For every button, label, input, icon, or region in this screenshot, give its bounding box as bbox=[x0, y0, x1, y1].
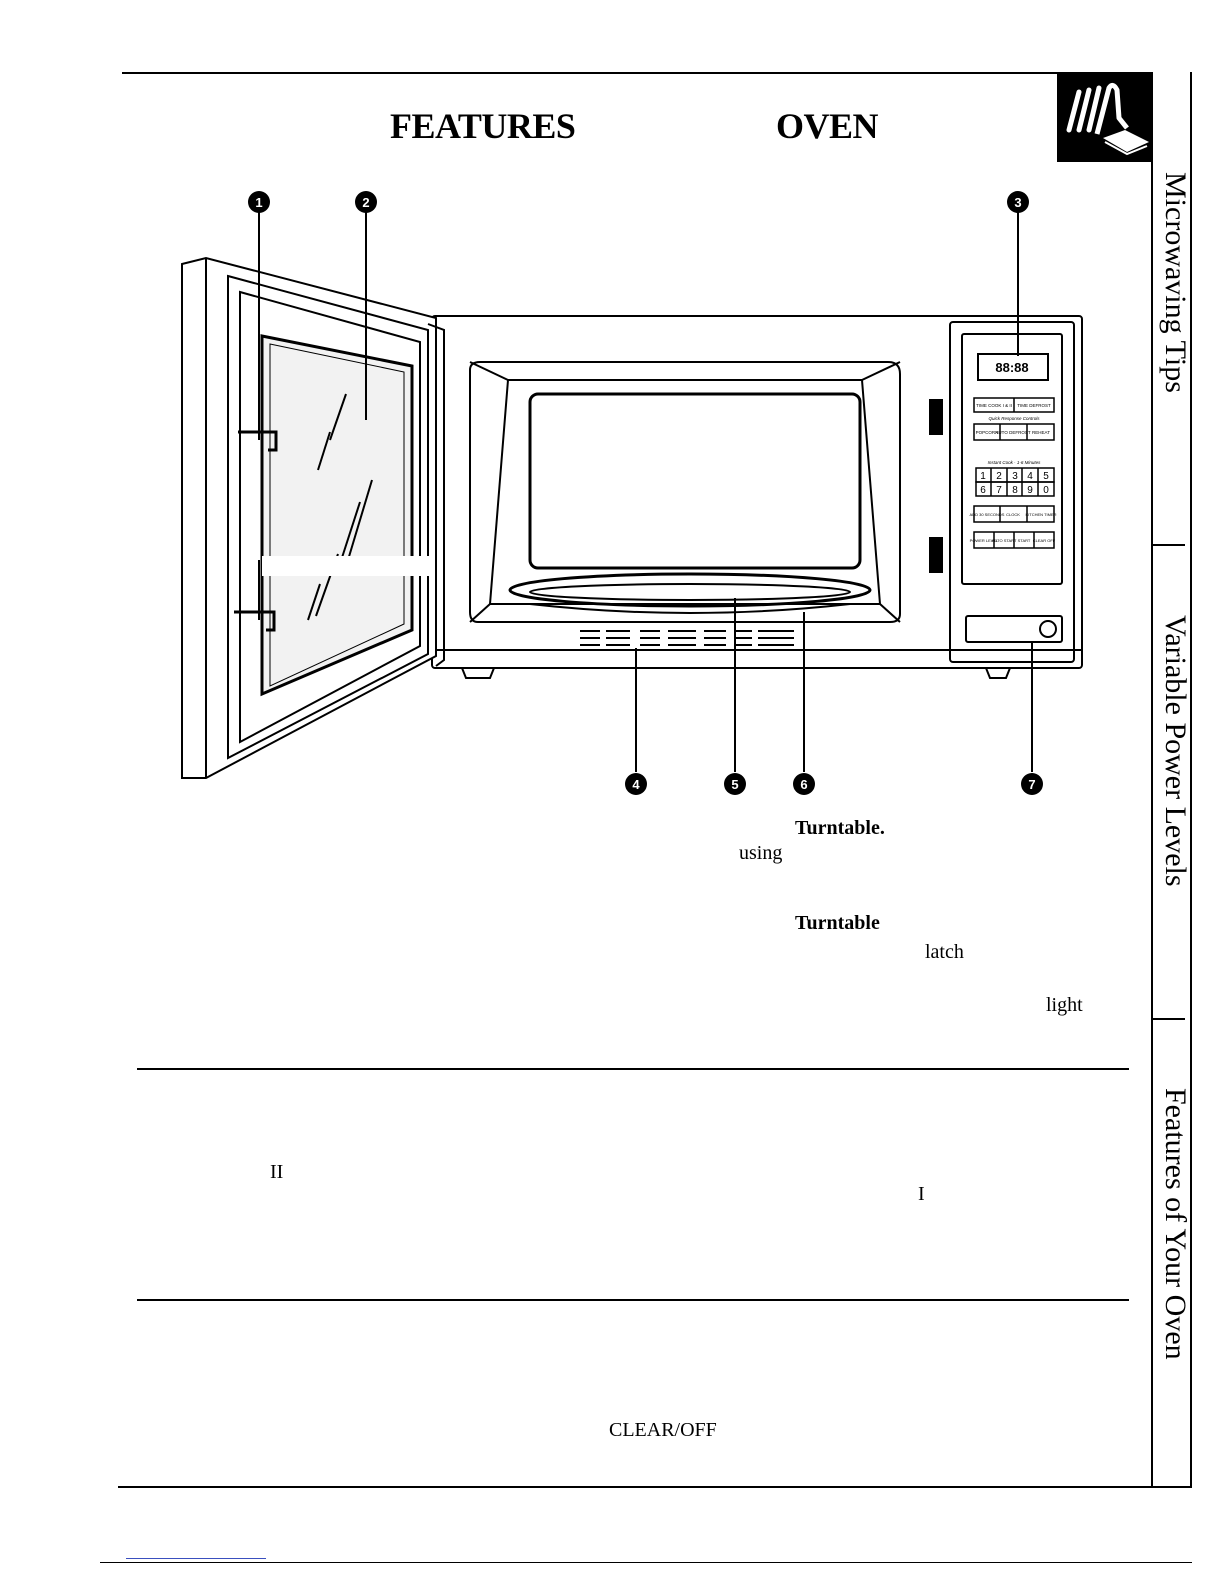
tab-features-of-your-oven[interactable]: Features of Your Oven bbox=[1159, 1088, 1192, 1360]
key-7[interactable]: 7 bbox=[996, 485, 1002, 496]
key-8[interactable]: 8 bbox=[1012, 485, 1018, 496]
tab-border-right bbox=[1190, 72, 1192, 1488]
callout-6 bbox=[793, 773, 815, 795]
callout-4 bbox=[625, 773, 647, 795]
top-rule bbox=[122, 72, 1152, 74]
key-start[interactable]: START bbox=[1018, 538, 1031, 543]
panel-section-instant: Instant Cook · 1-6 Minutes bbox=[988, 460, 1042, 465]
callout-2-label: 2 bbox=[362, 195, 369, 210]
tab-divider-2 bbox=[1151, 1018, 1185, 1020]
panel-display: 88:88 bbox=[995, 360, 1028, 375]
heading-features: FEATURES bbox=[390, 106, 576, 146]
tab-border-left bbox=[1151, 72, 1153, 1488]
panel-section-quick: Quick Response Controls bbox=[988, 416, 1040, 421]
key-1[interactable]: 1 bbox=[980, 471, 986, 482]
key-kitchen-timer[interactable]: KITCHEN TIMER bbox=[1025, 512, 1056, 517]
text-clear-off: CLEAR/OFF bbox=[609, 1419, 717, 1441]
section-rule-2 bbox=[137, 1299, 1129, 1301]
text-turntable-1: Turntable. bbox=[795, 817, 885, 839]
key-0[interactable]: 0 bbox=[1043, 485, 1049, 496]
tab-divider-1 bbox=[1151, 544, 1185, 546]
tab-variable-power-levels[interactable]: Variable Power Levels bbox=[1159, 615, 1192, 887]
key-popcorn[interactable]: POPCORN bbox=[976, 430, 999, 435]
callout-2 bbox=[355, 191, 377, 213]
text-roman-2: II bbox=[270, 1161, 284, 1183]
key-4[interactable]: 4 bbox=[1027, 471, 1033, 482]
key-9[interactable]: 9 bbox=[1027, 485, 1033, 496]
callout-3-label: 3 bbox=[1014, 195, 1021, 210]
key-time-cook[interactable]: TIME COOK I & II bbox=[976, 403, 1012, 408]
key-auto-start[interactable]: AUTO START bbox=[992, 538, 1017, 543]
key-power-level[interactable]: POWER LEVEL bbox=[970, 538, 999, 543]
text-turntable-2: Turntable bbox=[795, 912, 880, 934]
callout-7-label: 7 bbox=[1028, 777, 1035, 792]
callout-1 bbox=[248, 191, 270, 213]
tab-microwaving-tips[interactable]: Microwaving Tips bbox=[1159, 172, 1192, 393]
key-clock[interactable]: CLOCK bbox=[1006, 512, 1020, 517]
callout-5-label: 5 bbox=[731, 777, 738, 792]
callout-3 bbox=[1007, 191, 1029, 213]
text-using: using bbox=[739, 842, 783, 864]
text-latch: latch bbox=[925, 941, 964, 963]
callout-6-label: 6 bbox=[800, 777, 807, 792]
footer-underline bbox=[126, 1558, 266, 1559]
key-6[interactable]: 6 bbox=[980, 485, 986, 496]
section-rule-1 bbox=[137, 1068, 1129, 1070]
text-roman-1: I bbox=[918, 1183, 925, 1205]
key-2[interactable]: 2 bbox=[996, 471, 1002, 482]
key-clear-off[interactable]: CLEAR OFF bbox=[1033, 538, 1056, 543]
hand-press-icon bbox=[1057, 72, 1153, 162]
key-reheat[interactable]: REHEAT bbox=[1032, 430, 1050, 435]
key-add-30[interactable]: ADD 30 SECONDS bbox=[970, 512, 1005, 517]
callout-1-label: 1 bbox=[255, 195, 262, 210]
heading-oven: OVEN bbox=[776, 106, 879, 146]
callout-7 bbox=[1021, 773, 1043, 795]
footer-rule bbox=[100, 1562, 1192, 1563]
callout-4-label: 4 bbox=[632, 777, 640, 792]
key-time-defrost[interactable]: TIME DEFROST bbox=[1017, 403, 1051, 408]
bottom-rule bbox=[118, 1486, 1192, 1488]
key-3[interactable]: 3 bbox=[1012, 471, 1018, 482]
key-auto-defrost[interactable]: AUTO DEFROST bbox=[995, 430, 1030, 435]
text-light: light bbox=[1046, 994, 1083, 1016]
microwave-illustration: 88:88 TIME COOK I & II TIME DEFROST Quic… bbox=[181, 191, 1083, 795]
key-5[interactable]: 5 bbox=[1043, 471, 1049, 482]
callout-5 bbox=[724, 773, 746, 795]
